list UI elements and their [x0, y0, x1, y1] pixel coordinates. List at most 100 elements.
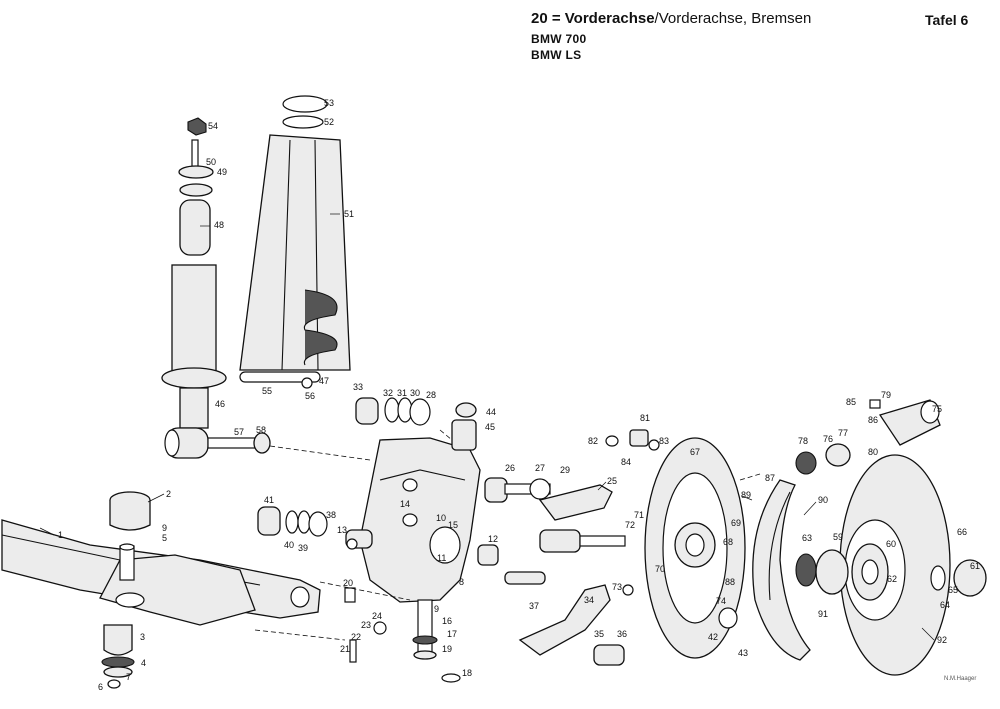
callout-8: 8 [459, 577, 464, 587]
callout-77: 77 [838, 428, 848, 438]
callout-11: 11 [437, 553, 446, 563]
callout-40: 40 [284, 540, 294, 550]
callout-73: 73 [612, 582, 622, 592]
callout-labels: 1 2 3 4 5 6 7 8 9 9 10 11 12 13 14 15 16… [58, 98, 980, 692]
callout-63: 63 [802, 533, 812, 543]
callout-49: 49 [217, 167, 227, 177]
callout-42: 42 [708, 632, 718, 642]
callout-91: 91 [818, 609, 828, 619]
callout-59: 59 [833, 532, 843, 542]
callout-24: 24 [372, 611, 382, 621]
callout-6: 6 [98, 682, 103, 692]
callout-10: 10 [436, 513, 446, 523]
callout-3: 3 [140, 632, 145, 642]
callout-54: 54 [208, 121, 218, 131]
brake-drum [795, 454, 987, 676]
callout-23: 23 [361, 620, 371, 630]
callout-87: 87 [765, 473, 775, 483]
callout-17: 17 [447, 629, 457, 639]
steering-knuckle [345, 402, 481, 683]
callout-79: 79 [881, 390, 891, 400]
callout-22: 22 [351, 632, 361, 642]
callout-61: 61 [970, 561, 980, 571]
callout-14: 14 [400, 499, 410, 509]
artist-signature: N.M.Haager [944, 676, 977, 682]
callout-58: 58 [256, 425, 266, 435]
rubber-buffer [109, 491, 151, 531]
callout-47: 47 [319, 376, 329, 386]
callout-20: 20 [343, 578, 353, 588]
callout-36: 36 [617, 629, 627, 639]
brake-backing-plate [644, 437, 746, 659]
callout-25: 25 [607, 476, 617, 486]
callout-26: 26 [505, 463, 515, 473]
callout-51: 51 [344, 209, 354, 219]
callout-83: 83 [659, 436, 669, 446]
callout-4: 4 [141, 658, 146, 668]
model-bmw-700: BMW 700 [531, 32, 587, 46]
callout-64: 64 [940, 600, 950, 610]
spacer-tube [119, 543, 135, 581]
callout-92: 92 [937, 635, 947, 645]
callout-45: 45 [485, 422, 495, 432]
page-title: 20 = Vorderachse/Vorderachse, Bremsen [531, 10, 811, 27]
callout-80: 80 [868, 447, 878, 457]
callout-28: 28 [426, 390, 436, 400]
callout-37: 37 [529, 601, 539, 611]
callout-76: 76 [823, 434, 833, 444]
small-fasteners [344, 584, 738, 663]
callout-38: 38 [326, 510, 336, 520]
callout-32: 32 [383, 388, 393, 398]
leader-lines [39, 213, 935, 641]
callout-68: 68 [723, 537, 733, 547]
callout-84: 84 [621, 457, 631, 467]
assembly-lines [254, 429, 761, 641]
spring-housing [239, 95, 351, 389]
title-axle-number: 20 = Vorderachse [531, 10, 655, 27]
callout-56: 56 [305, 391, 315, 401]
callout-75: 75 [932, 404, 942, 414]
plate-number: Tafel 6 [925, 12, 969, 28]
callout-15: 15 [448, 520, 458, 530]
tie-rod-ends [477, 477, 625, 666]
callout-71: 71 [634, 510, 644, 520]
callout-16: 16 [442, 616, 452, 626]
callout-5: 5 [162, 533, 167, 543]
callout-62: 62 [887, 574, 897, 584]
callout-39: 39 [298, 543, 308, 553]
callout-57: 57 [234, 427, 244, 437]
lower-bush-pack [257, 506, 328, 537]
callout-30: 30 [410, 388, 420, 398]
callout-86: 86 [868, 415, 878, 425]
wheel-cylinder [795, 399, 941, 475]
steering-arm-upper [538, 484, 626, 553]
hose-fitting [605, 429, 660, 451]
callout-9: 9 [162, 523, 167, 533]
callout-74: 74 [716, 596, 726, 606]
callout-35: 35 [594, 629, 604, 639]
callout-78: 78 [798, 436, 808, 446]
callout-27: 27 [535, 463, 545, 473]
callout-18: 18 [462, 668, 472, 678]
callout-55: 55 [262, 386, 272, 396]
callout-31: 31 [397, 388, 407, 398]
callout-50: 50 [206, 157, 216, 167]
callout-89: 89 [741, 490, 751, 500]
title-axle-subtitle: /Vorderachse, Bremsen [654, 10, 812, 27]
callout-12: 12 [488, 534, 498, 544]
callout-70: 70 [655, 564, 665, 574]
callout-9b: 9 [434, 604, 439, 614]
callout-46: 46 [215, 399, 225, 409]
upper-bush-set [355, 397, 431, 426]
callout-53: 53 [324, 98, 334, 108]
callout-66: 66 [957, 527, 967, 537]
callout-43: 43 [738, 648, 748, 658]
callout-7: 7 [126, 672, 131, 682]
callout-90: 90 [818, 495, 828, 505]
lower-bush-set [101, 624, 135, 689]
callout-19: 19 [442, 644, 452, 654]
callout-81: 81 [640, 413, 650, 423]
steering-arm-lower [504, 571, 611, 656]
callout-33: 33 [353, 382, 363, 392]
